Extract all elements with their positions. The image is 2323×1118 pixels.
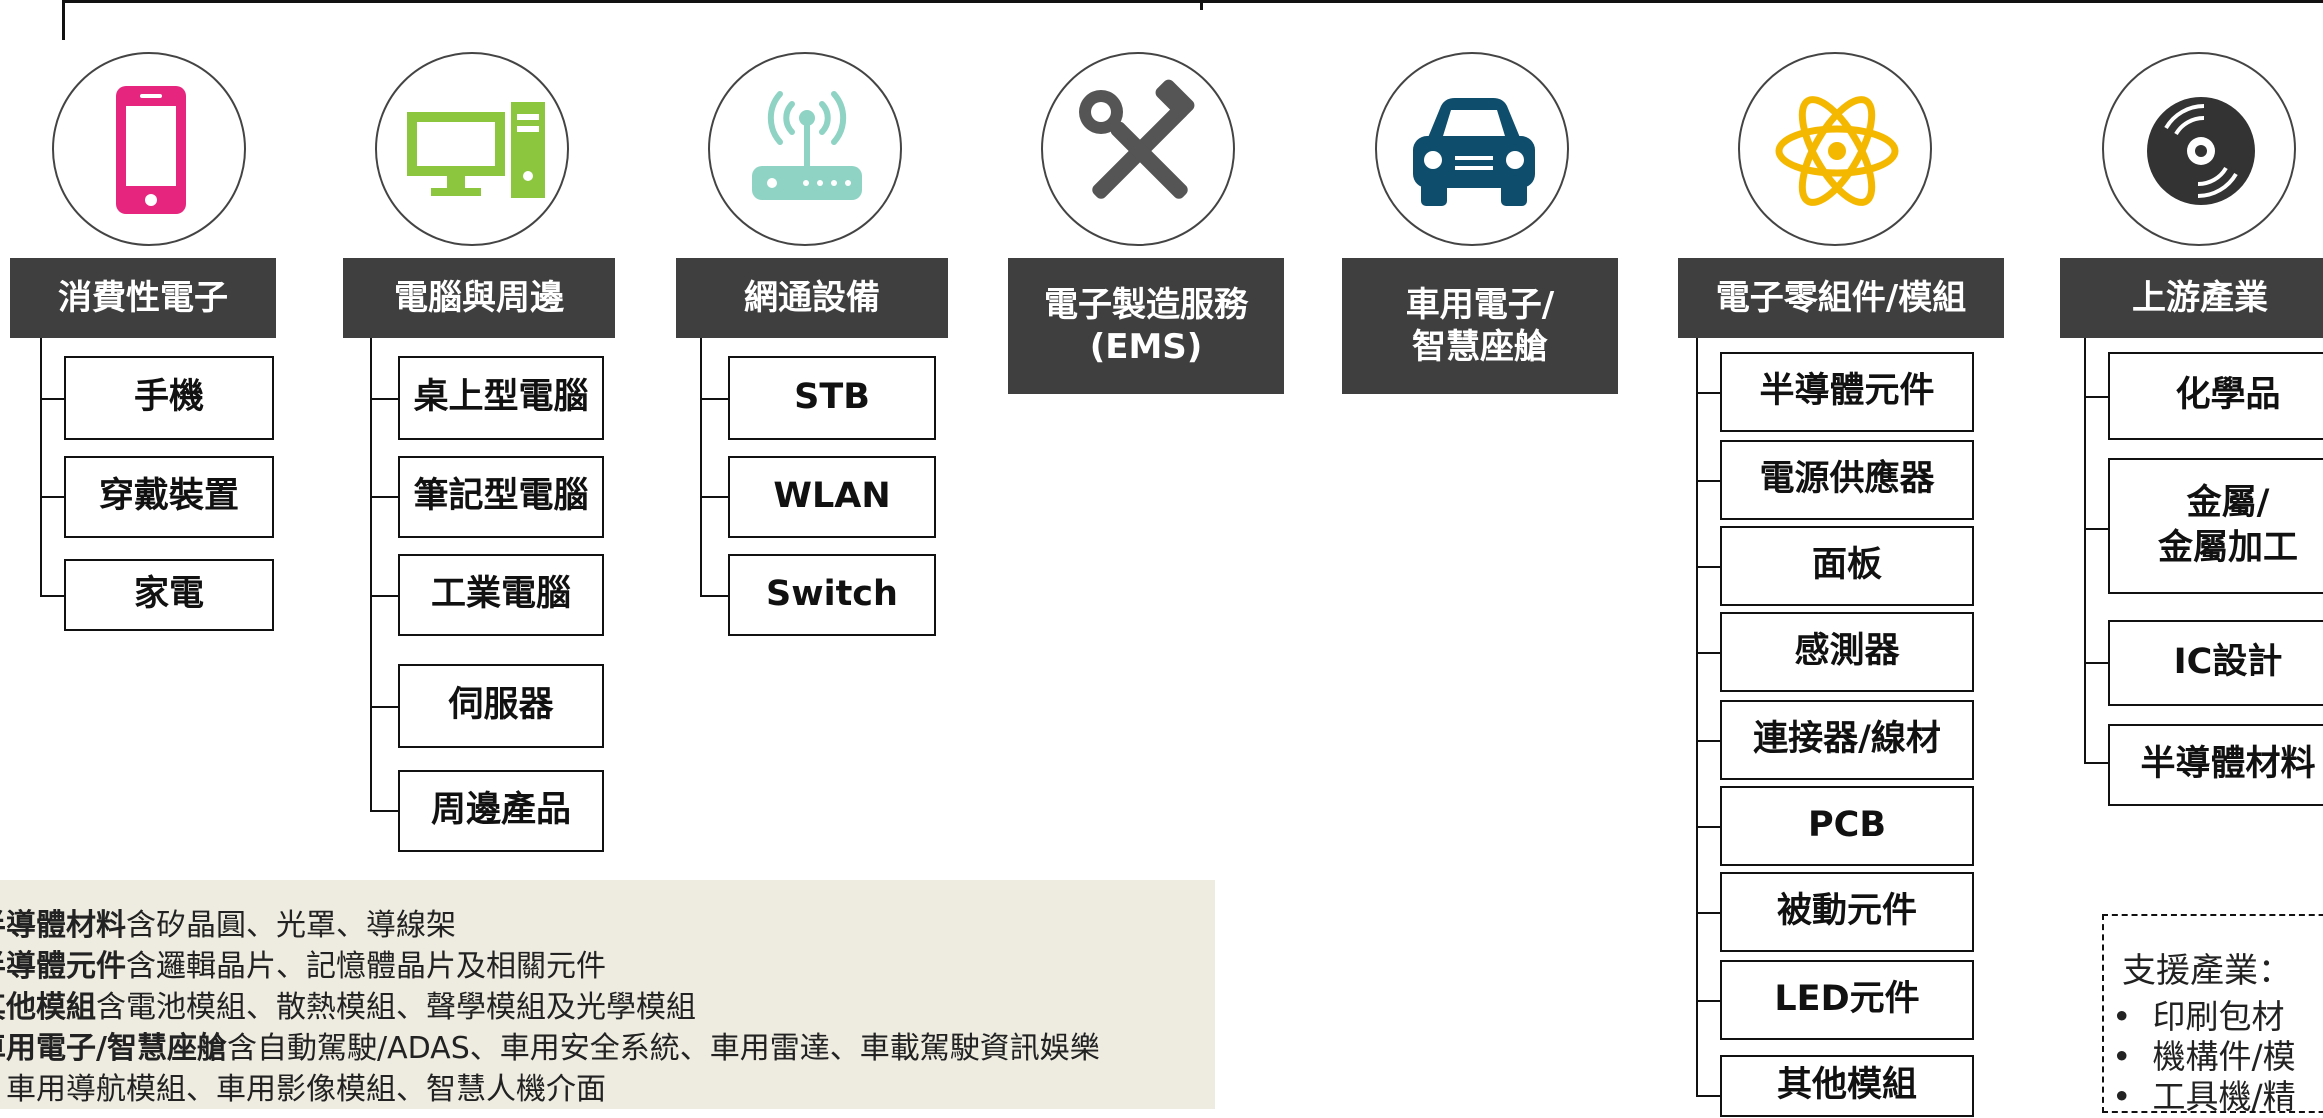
tree-branch [1696, 652, 1720, 654]
smartphone-icon [116, 86, 186, 214]
item-wlan: WLAN [728, 456, 936, 538]
tree-branch [40, 496, 64, 498]
item-phone: 手機 [64, 356, 274, 440]
item-connector-cable: 連接器/線材 [1720, 700, 1974, 780]
tree-branch [370, 706, 398, 708]
tree-spine [2084, 338, 2086, 762]
top-connector-center-drop [1200, 0, 1203, 10]
item-power-supply: 電源供應器 [1720, 440, 1974, 520]
tree-branch [700, 496, 728, 498]
tree-branch [2084, 762, 2108, 764]
category-label: 上游產業 [2132, 277, 2268, 318]
tree-branch [2084, 528, 2108, 530]
tree-spine [1696, 338, 1698, 1097]
note-line: 半導體元件含邏輯晶片、記憶體晶片及相關元件 [0, 949, 606, 984]
tree-branch [1696, 392, 1720, 394]
item-server: 伺服器 [398, 664, 604, 748]
tree-branch [370, 496, 398, 498]
category-computer-peripherals: 電腦與周邊 [343, 258, 615, 338]
category-label: 網通設備 [744, 277, 880, 318]
category-network: 網通設備 [676, 258, 948, 338]
category-ems: 電子製造服務 (EMS) [1008, 258, 1284, 394]
note-line: 、車用導航模組、車用影像模組、智慧人機介面 [0, 1072, 606, 1107]
tree-spine [370, 338, 372, 810]
category-label: 電子零組件/模組 [1715, 277, 1967, 318]
category-label: 電腦與周邊 [394, 277, 564, 318]
support-item: • 工具機/精 [2112, 1077, 2296, 1116]
atom-icon-circle [1738, 52, 1932, 246]
car-icon-circle [1375, 52, 1569, 246]
item-notebook: 筆記型電腦 [398, 456, 604, 538]
computer-icon-circle [375, 52, 569, 246]
tree-branch [1696, 740, 1720, 742]
tree-branch [1696, 912, 1720, 914]
tree-spine [700, 338, 702, 596]
category-automotive: 車用電子/ 智慧座艙 [1342, 258, 1618, 394]
item-wearables: 穿戴裝置 [64, 456, 274, 538]
top-connector-left-drop [62, 0, 65, 40]
category-label-line2: 智慧座艙 [1412, 327, 1548, 367]
item-pcb: PCB [1720, 786, 1974, 866]
tree-branch [700, 595, 728, 597]
item-switch: Switch [728, 554, 936, 636]
item-semiconductor-materials: 半導體材料 [2108, 724, 2323, 806]
category-label-line2: (EMS) [1089, 327, 1203, 367]
item-led-components: LED元件 [1720, 960, 1974, 1040]
item-appliances: 家電 [64, 559, 274, 631]
tools-icon [1079, 79, 1195, 199]
tree-branch [1696, 480, 1720, 482]
support-item: • 機構件/模 [2112, 1037, 2296, 1076]
item-stb: STB [728, 356, 936, 440]
tree-branch [2084, 396, 2108, 398]
item-desktop: 桌上型電腦 [398, 356, 604, 440]
category-upstream: 上游產業 [2060, 258, 2323, 338]
category-consumer-electronics: 消費性電子 [10, 258, 276, 338]
top-connector [62, 0, 2323, 3]
tree-spine [40, 338, 42, 596]
item-passive-components: 被動元件 [1720, 872, 1974, 952]
item-peripherals: 周邊產品 [398, 770, 604, 852]
tree-branch [1696, 1000, 1720, 1002]
tree-branch [700, 398, 728, 400]
support-item: • 印刷包材 [2112, 997, 2285, 1036]
note-line: 車用電子/智慧座艙含自動駕駛/ADAS、車用安全系統、車用雷達、車載駕駛資訊娛樂 [0, 1031, 1100, 1066]
tree-branch [1696, 1095, 1720, 1097]
tree-branch [40, 398, 64, 400]
item-metal-processing: 金屬/ 金屬加工 [2108, 458, 2323, 594]
tree-branch [370, 595, 398, 597]
item-sensor: 感測器 [1720, 612, 1974, 692]
note-line: 其他模組含電池模組、散熱模組、聲學模組及光學模組 [0, 990, 696, 1025]
item-panel: 面板 [1720, 526, 1974, 606]
category-label-line1: 車用電子/ [1405, 284, 1555, 325]
item-semiconductor-devices: 半導體元件 [1720, 352, 1974, 432]
tools-icon-circle [1041, 52, 1235, 246]
category-label-line1: 電子製造服務 [1044, 284, 1248, 325]
tree-branch [1696, 566, 1720, 568]
tree-branch [370, 398, 398, 400]
disc-icon [2147, 97, 2255, 205]
tree-branch [370, 810, 398, 812]
tree-branch [2084, 662, 2108, 664]
notes-box: 半導體材料含矽晶圓、光罩、導線架 半導體元件含邏輯晶片、記憶體晶片及相關元件 其… [0, 880, 1215, 1109]
item-industrial-pc: 工業電腦 [398, 554, 604, 636]
item-chemicals: 化學品 [2108, 352, 2323, 440]
category-label: 消費性電子 [58, 277, 228, 318]
support-title: 支援產業： [2122, 951, 2292, 991]
item-ic-design: IC設計 [2108, 620, 2323, 706]
computer-icon [407, 102, 545, 198]
router-icon [752, 91, 862, 200]
category-components: 電子零組件/模組 [1678, 258, 2004, 338]
disc-icon-circle [2102, 52, 2296, 246]
car-icon [1413, 98, 1535, 206]
item-other-modules: 其他模組 [1720, 1055, 1974, 1117]
atom-icon [1775, 96, 1899, 206]
smartphone-icon-circle [52, 52, 246, 246]
tree-branch [1696, 826, 1720, 828]
note-line: 半導體材料含矽晶圓、光罩、導線架 [0, 908, 456, 943]
tree-branch [40, 595, 64, 597]
router-icon-circle [708, 52, 902, 246]
